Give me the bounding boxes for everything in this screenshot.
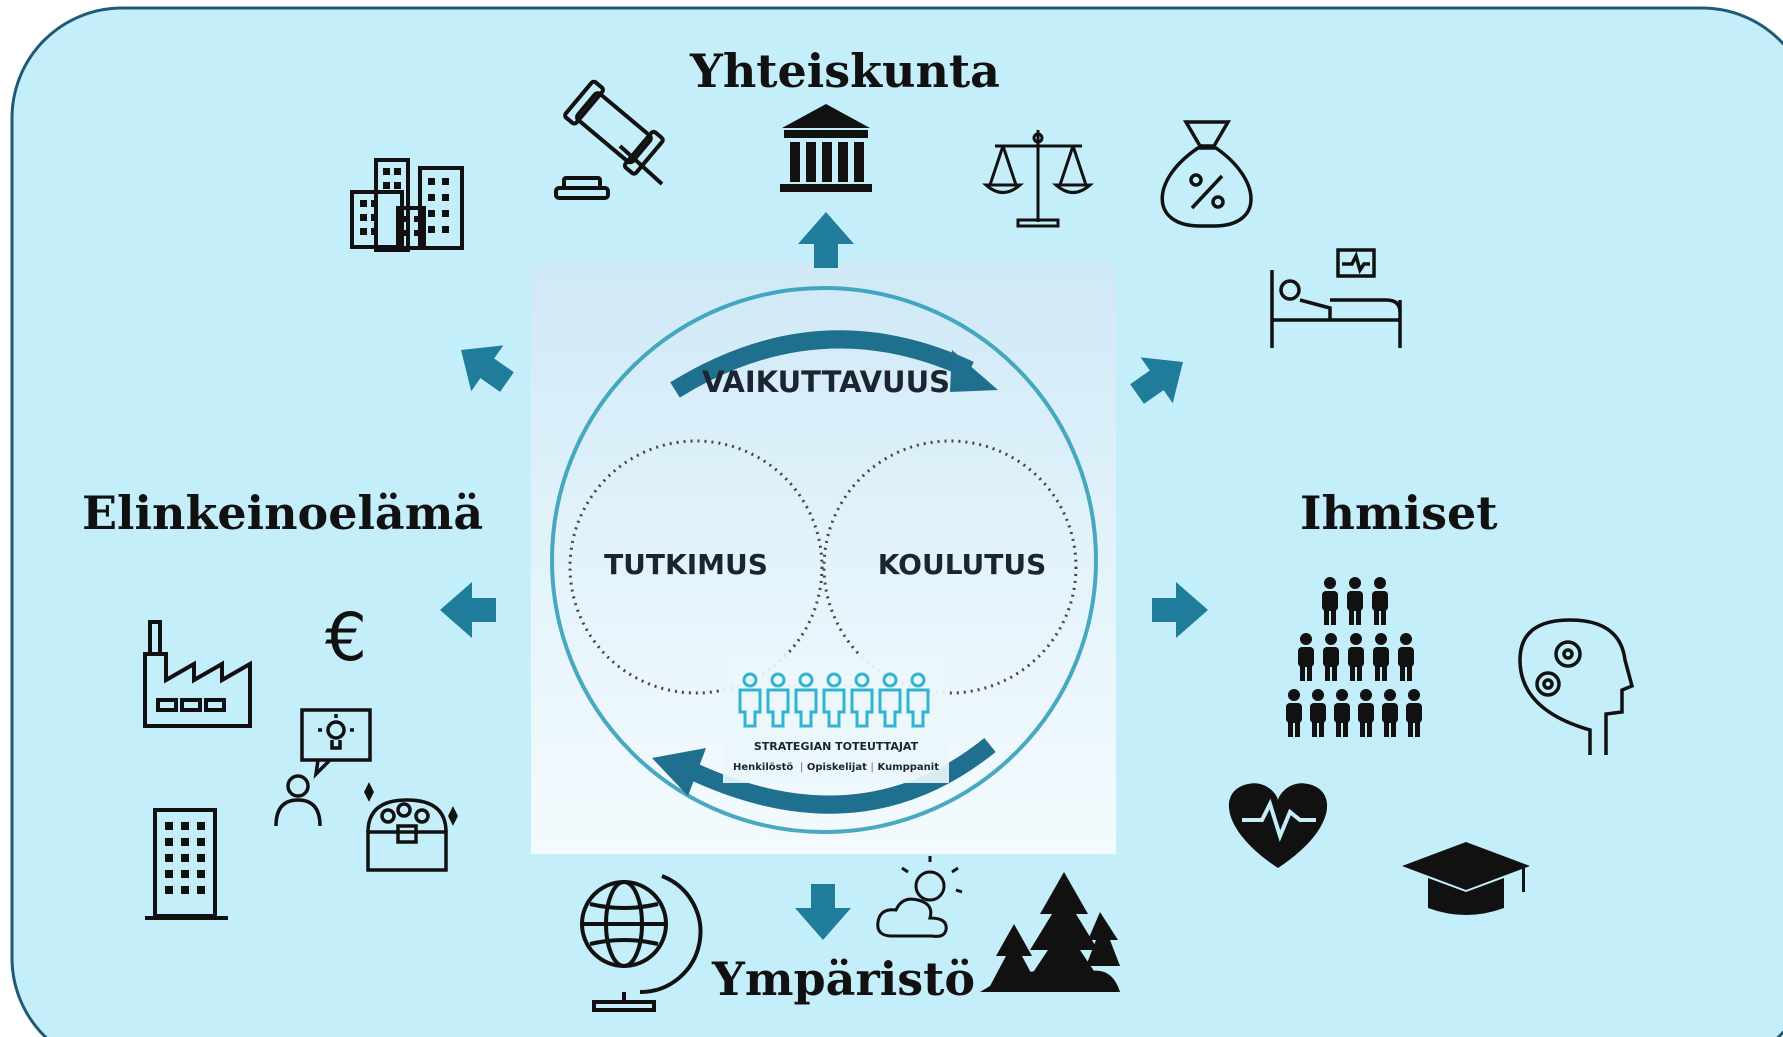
people-sub-students: Opiskelijat: [807, 762, 867, 773]
forest-icon: [980, 872, 1120, 992]
globe-icon: [580, 874, 703, 1012]
curved-arrow-top-head: [950, 350, 998, 392]
bank-icon: [780, 104, 872, 192]
center-top-label: VAIKUTTAVUUS: [702, 365, 950, 399]
people-box: [723, 655, 949, 783]
head-gears-icon: [1518, 618, 1635, 755]
treasure-chest-icon: [364, 782, 458, 872]
label-business: Elinkeinoelämä: [82, 486, 484, 540]
people-row-icon: [738, 672, 930, 728]
euro-icon: €: [325, 599, 367, 676]
curved-arrow-bottom-head: [652, 748, 706, 796]
sun-cloud-icon: [876, 856, 963, 938]
curved-arrow-bottom: [686, 737, 996, 814]
label-environment: Ympäristö: [712, 952, 976, 1006]
label-people: Ihmiset: [1300, 486, 1498, 540]
factory-icon: [143, 620, 252, 728]
heart-pulse-icon: [1228, 783, 1328, 868]
curved-arrow-top: [670, 330, 974, 398]
venn-right-label: KOULUTUS: [878, 548, 1047, 581]
scales-icon: [982, 130, 1094, 228]
venn-circle-left: [568, 439, 824, 695]
people-caption: STRATEGIAN TOTEUTTAJAT: [754, 740, 919, 753]
gavel-icon: [554, 79, 665, 200]
hospital-bed-icon: [1270, 248, 1402, 348]
graduation-cap-icon: [1402, 842, 1530, 915]
label-society: Yhteiskunta: [690, 44, 1000, 98]
people-sub-staff: Henkilöstö: [733, 762, 793, 773]
venn-circle-right: [822, 439, 1078, 695]
money-bag-percent-icon: [1160, 120, 1253, 228]
office-tower-icon: [145, 808, 228, 920]
idea-person-icon: [274, 708, 372, 827]
venn-left-label: TUTKIMUS: [604, 548, 768, 581]
people-sub-partners: Kumppanit: [878, 762, 940, 773]
people-subcaption: Henkilöstö | Opiskelijat | Kumppanit: [733, 762, 939, 773]
people-pyramid-icon: [1286, 577, 1422, 737]
outer-circle: [550, 286, 1098, 834]
buildings-icon: [350, 158, 464, 252]
